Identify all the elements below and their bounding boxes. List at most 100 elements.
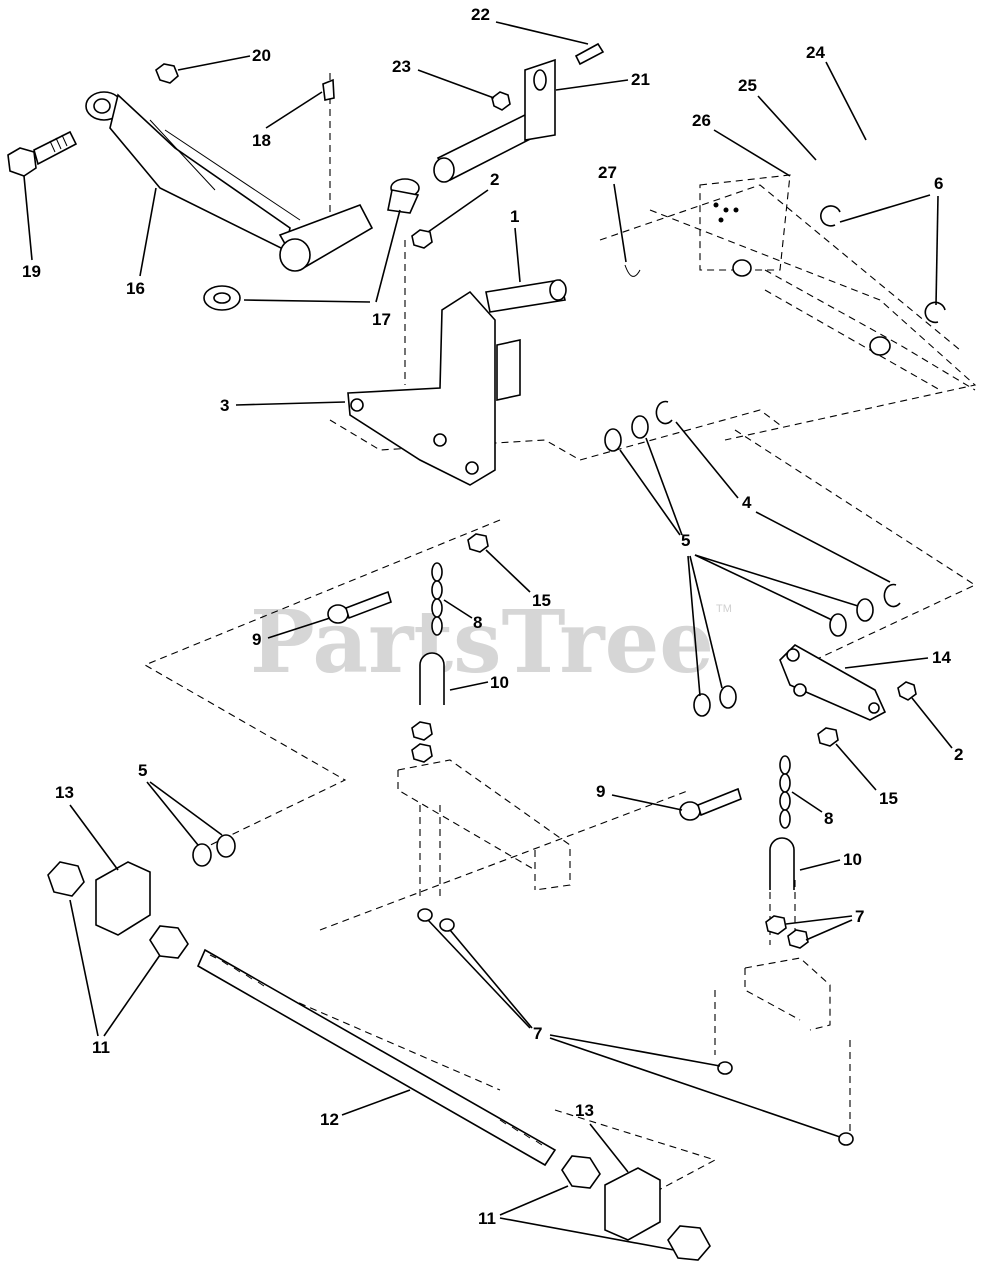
callout-label-25: 25 — [738, 76, 757, 95]
callout-label-12: 12 — [320, 1110, 339, 1129]
part-2-nut-lower — [897, 681, 917, 701]
callout-label-21: 21 — [631, 70, 650, 89]
callout-label-8-right: 8 — [824, 809, 833, 828]
part-10-ubolt-right — [769, 837, 795, 890]
callout-label-13-left: 13 — [55, 783, 74, 802]
callout-6: 6 — [839, 174, 943, 306]
callout-label-2-upper: 2 — [490, 170, 499, 189]
callout-label-6: 6 — [934, 174, 943, 193]
callout-7-right: 7 — [785, 907, 864, 941]
callout-label-3: 3 — [220, 396, 229, 415]
part-4-5-upper — [604, 400, 673, 452]
callout-label-18: 18 — [252, 131, 271, 150]
callout-label-24: 24 — [806, 43, 825, 62]
callout-7-center: 7 — [427, 919, 841, 1138]
callout-5-left: 5 — [138, 761, 223, 846]
callout-label-20: 20 — [252, 46, 271, 65]
callout-15-left: 15 — [485, 549, 551, 610]
part-22-screw — [574, 42, 605, 66]
callout-25: 25 — [738, 76, 817, 161]
part-11-13-right — [561, 1155, 711, 1261]
callout-8-left: 8 — [443, 599, 482, 632]
callout-label-11-left: 11 — [92, 1038, 110, 1057]
callout-label-19: 19 — [22, 262, 41, 281]
callout-18: 18 — [252, 91, 323, 150]
part-20-nut — [155, 63, 179, 84]
callout-21: 21 — [555, 70, 650, 91]
part-7-nuts — [411, 721, 854, 1146]
callout-label-4: 4 — [742, 493, 752, 512]
callout-16: 16 — [126, 187, 157, 298]
part-24-27-frame — [624, 174, 976, 391]
callout-11-right: 11 — [478, 1185, 675, 1251]
callout-13-right: 13 — [575, 1101, 629, 1173]
callout-label-5-left: 5 — [138, 761, 147, 780]
callout-label-9-right: 9 — [596, 782, 605, 801]
part-9-bolt-left — [327, 590, 392, 624]
callout-label-14: 14 — [932, 648, 951, 667]
callout-19: 19 — [22, 175, 41, 281]
callout-label-17: 17 — [372, 310, 391, 329]
callout-1: 1 — [510, 207, 521, 283]
part-9-bolt-right — [679, 787, 742, 821]
callout-label-23: 23 — [392, 57, 411, 76]
callout-5-upper: 5 — [619, 437, 859, 697]
callout-24: 24 — [806, 43, 867, 141]
part-16-arm — [85, 91, 374, 272]
watermark-trademark: TM — [716, 603, 732, 615]
callout-label-8-left: 8 — [473, 613, 482, 632]
callout-label-10-right: 10 — [843, 850, 862, 869]
part-8-chain-left — [431, 562, 443, 636]
callout-14: 14 — [844, 648, 951, 669]
part-11-13-left — [47, 861, 189, 959]
callout-4: 4 — [675, 421, 891, 583]
part-5-left-washers — [192, 834, 236, 867]
callout-26: 26 — [692, 111, 791, 177]
callout-label-7-right: 7 — [855, 907, 864, 926]
callout-13-left: 13 — [55, 783, 119, 871]
callout-label-27: 27 — [598, 163, 617, 182]
part-12-rod — [196, 948, 557, 1167]
lift-arm-right — [744, 957, 831, 1031]
callout-17: 17 — [243, 209, 401, 329]
part-15-nut-right — [817, 727, 839, 747]
callout-27: 27 — [598, 163, 627, 263]
part-4-5-lower — [693, 583, 901, 717]
callout-2-upper: 2 — [427, 170, 499, 233]
callout-8-right: 8 — [791, 791, 833, 828]
watermark-text: PartsTree — [250, 592, 714, 693]
lift-arm-left — [397, 759, 571, 891]
part-23-nut — [491, 91, 511, 111]
callout-22: 22 — [471, 5, 589, 45]
callout-label-13-right: 13 — [575, 1101, 594, 1120]
callout-label-16: 16 — [126, 279, 145, 298]
part-15-nut-left — [467, 533, 489, 553]
callout-12: 12 — [320, 1089, 411, 1129]
callout-3: 3 — [220, 396, 346, 415]
callout-label-10-left: 10 — [490, 673, 509, 692]
callout-label-11-right: 11 — [478, 1209, 496, 1228]
part-19-bolt — [7, 130, 78, 177]
callout-label-7-center: 7 — [533, 1024, 542, 1043]
part-17-bushings — [203, 178, 420, 311]
callout-label-9-left: 9 — [252, 630, 261, 649]
part-18-fitting — [322, 78, 335, 101]
part-2-nut-upper — [411, 229, 433, 249]
callout-label-1: 1 — [510, 207, 519, 226]
callout-10-left: 10 — [449, 673, 509, 692]
callout-label-2-lower: 2 — [954, 745, 963, 764]
callout-15-right: 15 — [835, 743, 898, 808]
part-3-bracket — [347, 279, 567, 486]
callout-20: 20 — [177, 46, 271, 71]
callout-11-left: 11 — [69, 899, 161, 1057]
callout-10-right: 10 — [799, 850, 862, 871]
callout-label-26: 26 — [692, 111, 711, 130]
part-14-plate — [779, 644, 887, 721]
part-6-clips — [820, 205, 946, 324]
part-8-chain-right — [779, 755, 791, 829]
callout-2-lower: 2 — [911, 697, 963, 764]
part-10-ubolt-left — [419, 652, 445, 705]
part-21-shaft — [433, 58, 556, 183]
callout-label-15-right: 15 — [879, 789, 898, 808]
